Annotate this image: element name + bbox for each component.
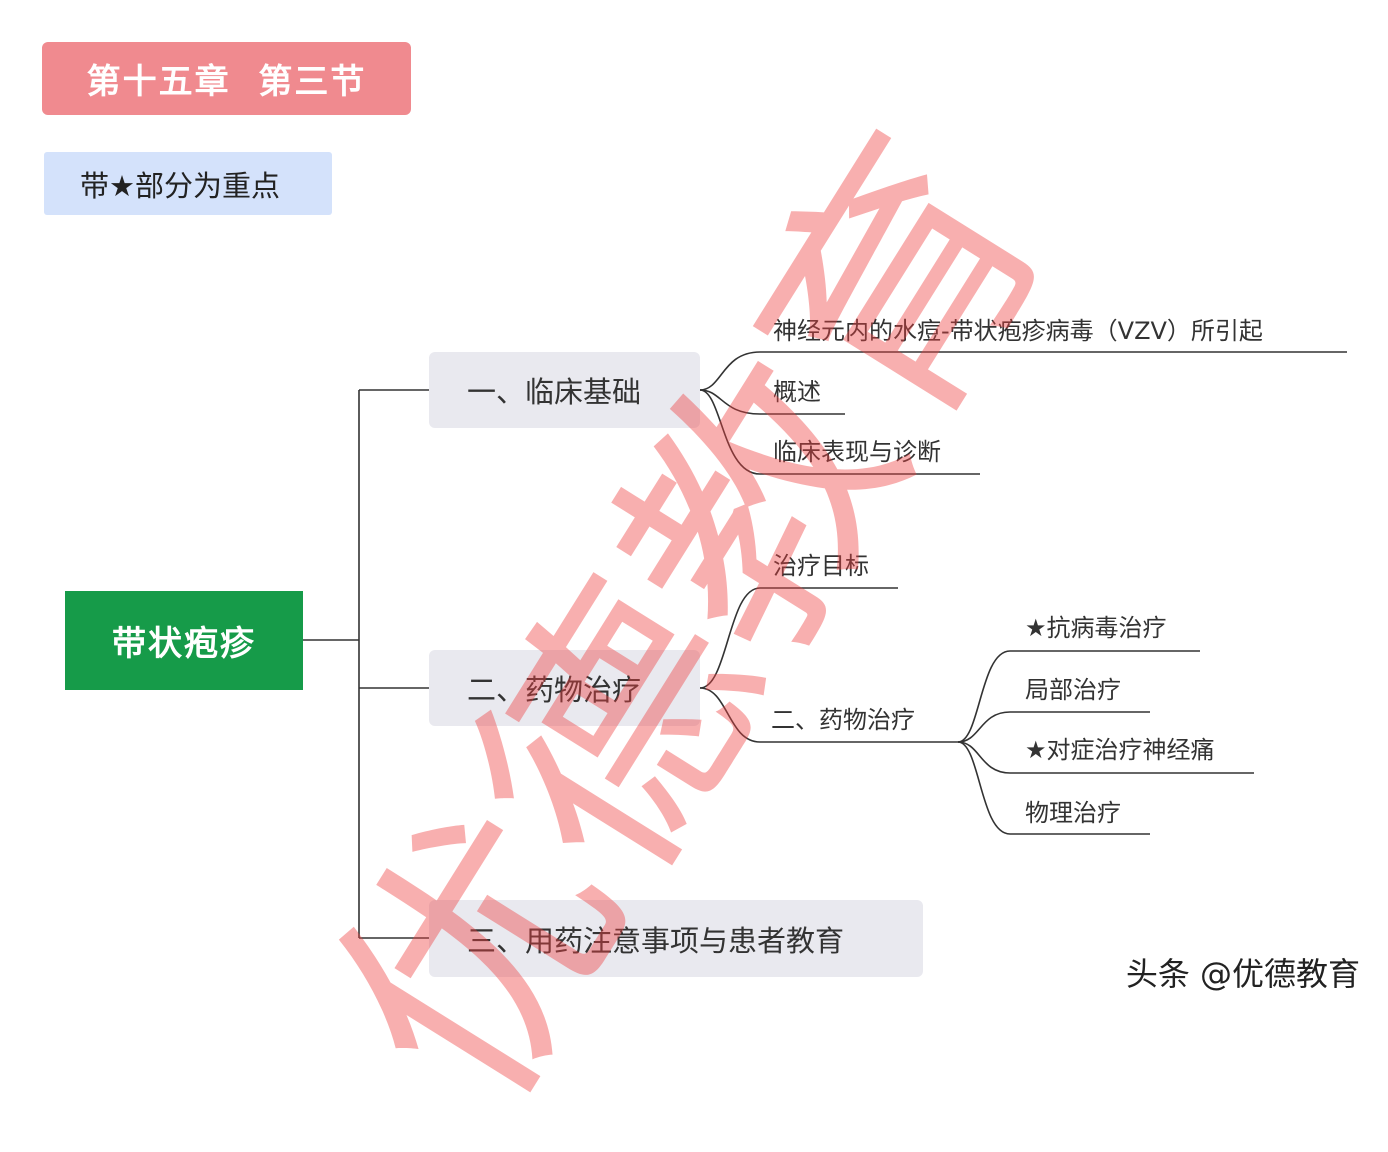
leaf-treatment-goal[interactable]: 治疗目标: [773, 552, 869, 580]
connector-b1-c1: [699, 351, 1347, 391]
leaf-clinical-diagnosis[interactable]: 临床表现与诊断: [773, 438, 941, 466]
connector-lines: [303, 351, 1347, 939]
connector-sub-3: [957, 741, 1254, 774]
leaf-physical-therapy[interactable]: 物理治疗: [1025, 799, 1121, 827]
connector-b1-c2: [699, 389, 845, 415]
branch-medication-notes[interactable]: 三、用药注意事项与患者教育: [429, 900, 923, 977]
branch-drug-therapy[interactable]: 二、药物治疗: [429, 650, 700, 726]
root-node[interactable]: 带状疱疹: [65, 591, 303, 690]
connector-sub-1: [957, 650, 1200, 743]
connector-sub-2: [957, 711, 1150, 743]
key-note: 带★部分为重点: [44, 152, 332, 215]
chapter-label: 第十五章 第三节: [42, 42, 411, 115]
leaf-local-therapy[interactable]: 局部治疗: [1025, 676, 1121, 704]
leaf-drug-therapy[interactable]: 二、药物治疗: [771, 706, 915, 734]
connector-b2-c1: [699, 587, 898, 689]
connector-sub-4: [957, 741, 1150, 835]
leaf-neuralgia[interactable]: ★对症治疗神经痛: [1025, 736, 1215, 764]
connector-b2-c2: [699, 687, 958, 743]
connector-root-trunk: [303, 390, 360, 938]
leaf-overview[interactable]: 概述: [773, 378, 821, 406]
branch-clinical-basis[interactable]: 一、临床基础: [429, 352, 700, 428]
connector-b1-c3: [699, 389, 980, 475]
leaf-vzv-cause[interactable]: 神经元内的水痘-带状疱疹病毒（VZV）所引起: [773, 317, 1263, 345]
source-credit: 头条 @优德教育: [1125, 955, 1360, 993]
leaf-antiviral[interactable]: ★抗病毒治疗: [1025, 614, 1167, 642]
